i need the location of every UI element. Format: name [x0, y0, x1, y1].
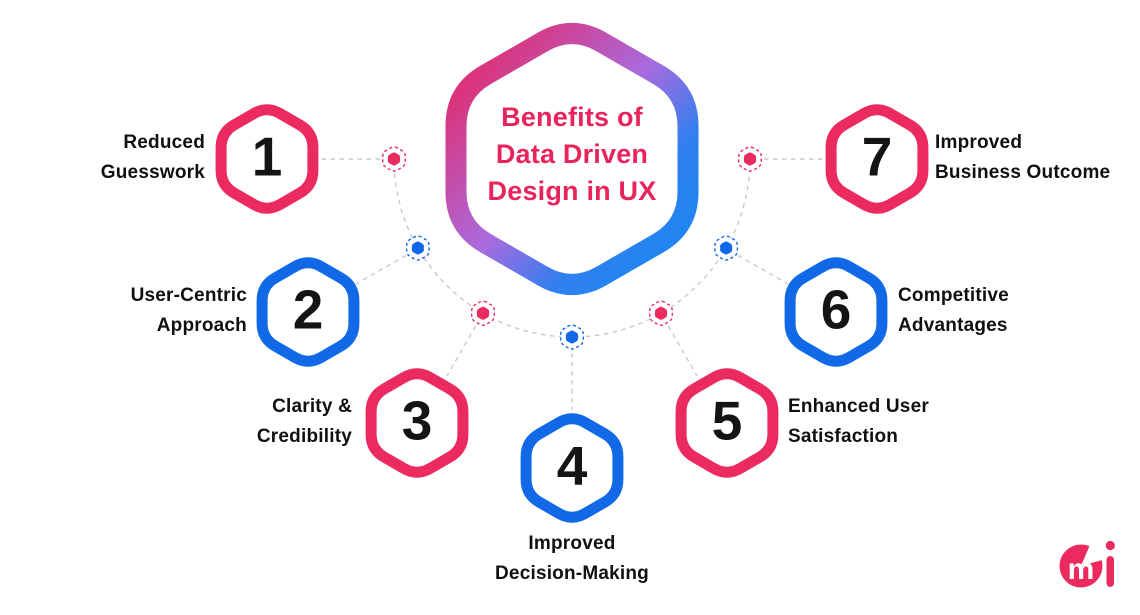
hexagon-7	[825, 104, 929, 214]
hexagon-number-7: 7	[861, 125, 893, 188]
item-label-5: Enhanced User Satisfaction	[788, 396, 929, 447]
connector-dot-7	[743, 152, 757, 166]
item-label-6: Competitive Advantages	[898, 285, 1009, 336]
hexagon-number-3: 3	[401, 389, 433, 452]
connector-spoke-2	[355, 254, 407, 285]
logo-i-stem	[1106, 556, 1114, 587]
hexagon-6	[784, 257, 888, 367]
connector-dot-1	[387, 152, 401, 166]
logo-i-dot	[1105, 540, 1115, 551]
connector-spoke-6	[737, 254, 789, 285]
connector-dot-5	[654, 306, 668, 320]
connector-spoke-5	[667, 325, 698, 377]
central-hexagon	[445, 23, 699, 295]
hexagon-number-4: 4	[556, 434, 588, 497]
hexagon-number-6: 6	[820, 278, 852, 341]
connector-dot-2	[411, 241, 424, 255]
cmi-logo: m	[1059, 540, 1115, 588]
connector-dot-4	[565, 330, 579, 344]
item-label-3: Clarity & Credibility	[256, 396, 352, 447]
item-label-1: Reduced Guesswork	[100, 132, 205, 183]
hexagon-number-2: 2	[292, 278, 324, 341]
connector-spoke-3	[446, 325, 477, 377]
connector-dot-3	[476, 306, 490, 320]
logo-m-glyph: m	[1068, 553, 1095, 586]
hexagon-2	[256, 257, 360, 367]
central-title: Benefits of Data Driven Design in UX	[487, 102, 657, 206]
hexagon-3	[365, 368, 469, 478]
hexagon-number-5: 5	[711, 389, 743, 452]
connector-dot-6	[720, 241, 733, 255]
item-label-4: Improved Decision-Making	[495, 533, 649, 584]
item-label-7: Improved Business Outcome	[935, 132, 1111, 183]
hexagon-5	[675, 368, 779, 478]
hexagon-1	[215, 104, 319, 214]
item-label-2: User-Centric Approach	[130, 285, 247, 336]
hexagon-number-1: 1	[251, 125, 283, 188]
hexagon-4	[520, 413, 624, 523]
